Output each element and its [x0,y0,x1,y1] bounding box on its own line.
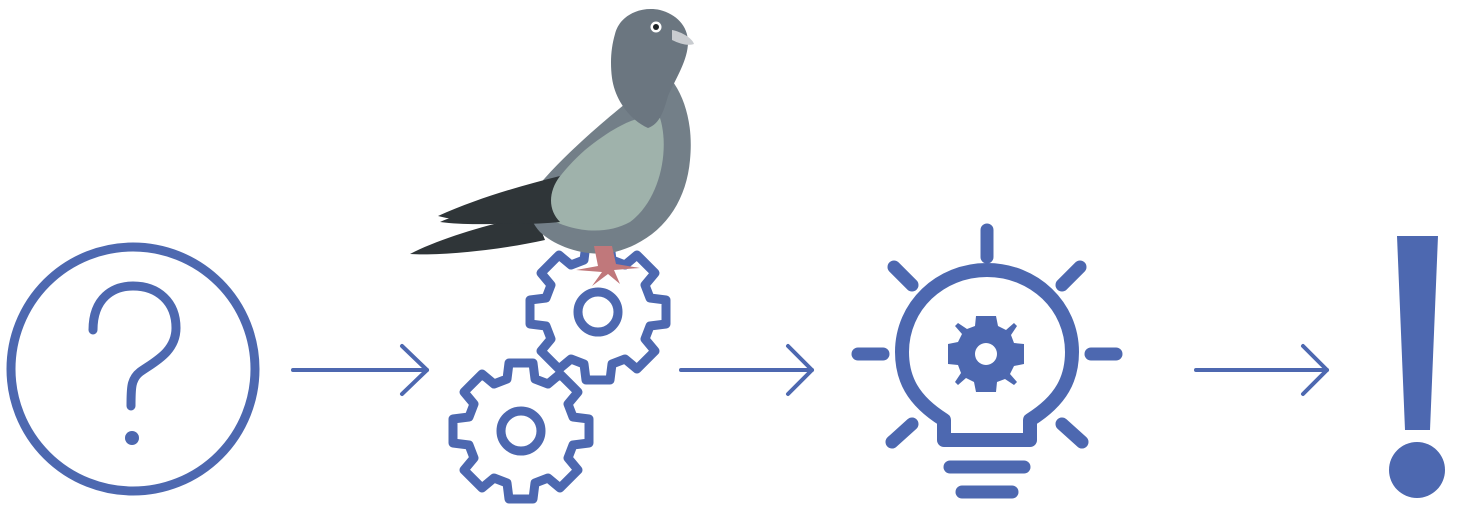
lightbulb-gear-icon [851,223,1123,499]
gears-icon [453,244,666,499]
light-rays [851,223,1123,449]
arrow-right-icon [291,344,429,396]
arrow-right-icon [1194,344,1329,396]
gear-icon [948,316,1024,392]
gear-lower-icon [453,363,589,499]
question-circle-icon [6,242,260,496]
pigeon-icon [410,9,694,286]
arrow-right-icon [679,344,814,396]
exclamation-icon [1389,236,1445,498]
